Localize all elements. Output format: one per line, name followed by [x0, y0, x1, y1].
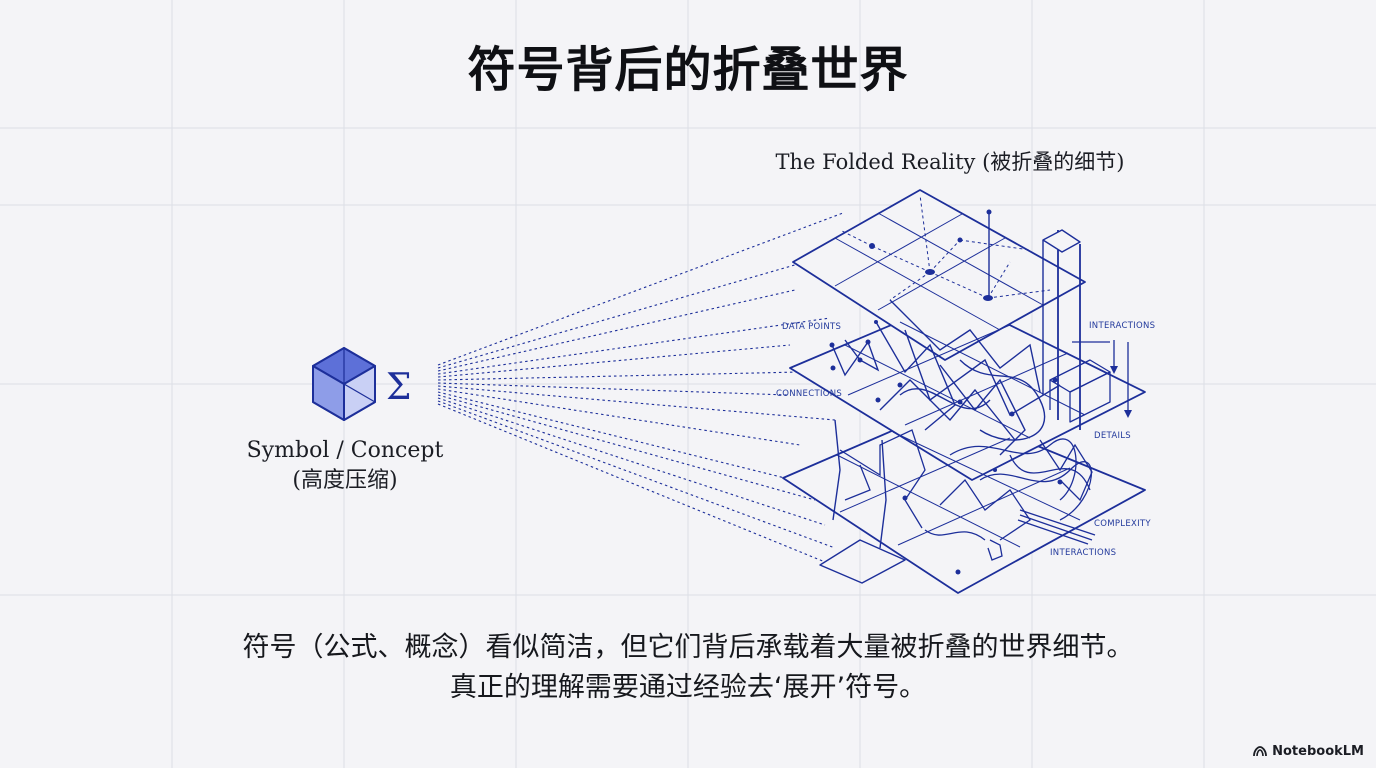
label-complexity: COMPLEXITY	[1094, 519, 1151, 529]
brand-name: NotebookLM	[1272, 744, 1364, 759]
label-details: DETAILS	[1094, 431, 1132, 441]
projection-rays	[437, 212, 844, 563]
cube-icon	[312, 347, 376, 421]
complexity-network	[839, 429, 1096, 561]
label-interactions-bottom: INTERACTIONS	[1050, 548, 1117, 558]
symbol-label-line2: (高度压缩)	[292, 468, 398, 493]
folded-reality-label: The Folded Reality (被折叠的细节)	[775, 150, 1125, 174]
page-title: 符号背后的折叠世界	[467, 42, 909, 98]
symbol-concept-label: Symbol / Concept (高度压缩)	[215, 436, 475, 496]
brand-watermark: NotebookLM	[1253, 744, 1364, 759]
caption-line1: 符号（公式、概念）看似简洁，但它们背后承载着大量被折叠的世界细节。	[242, 632, 1134, 663]
folded-layers	[782, 189, 1146, 594]
caption: 符号（公式、概念）看似简洁，但它们背后承载着大量被折叠的世界细节。 真正的理解需…	[0, 628, 1376, 708]
sigma-icon: Σ	[386, 367, 411, 408]
label-connections: CONNECTIONS	[776, 389, 843, 399]
label-interactions-top: INTERACTIONS	[1089, 321, 1156, 331]
label-data-points: DATA POINTS	[782, 322, 842, 332]
network-top	[839, 194, 1051, 301]
connection-network	[831, 299, 1061, 456]
notebooklm-logo-icon	[1253, 746, 1268, 757]
layer-bottom	[782, 407, 1146, 594]
caption-line2: 真正的理解需要通过经验去‘展开’符号。	[449, 672, 927, 703]
symbol-label-line1: Symbol / Concept	[246, 438, 444, 463]
